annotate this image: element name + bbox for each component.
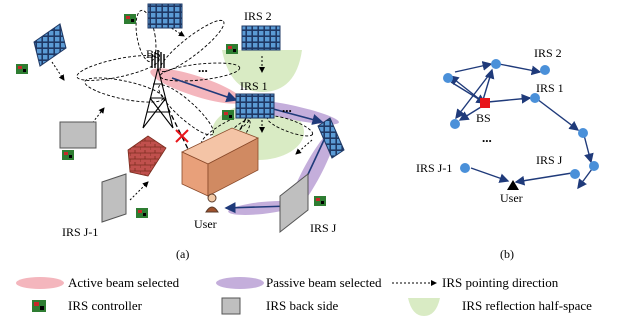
graph-edges: [448, 61, 594, 190]
label-a-bs: BS: [146, 47, 161, 61]
legend: Active beam selected Passive beam select…: [16, 275, 592, 316]
graph-nodes: [443, 59, 599, 179]
label-b-irsJm1: IRS J-1: [416, 161, 452, 175]
panel-a: BS IRS 2 IRS 1 IRS J IRS J-1 User ... ..…: [16, 3, 345, 261]
node-irs-right: [578, 128, 588, 138]
wall-brick-obstacle: [127, 135, 167, 177]
irs2-panel: [241, 25, 281, 51]
node-bs: [480, 98, 490, 108]
wall-block-obstacle: [181, 127, 259, 197]
node-irsJm1: [460, 163, 470, 173]
irs-top-left-panel: [33, 23, 67, 67]
legend-back-side-label: IRS back side: [266, 298, 338, 313]
legend-passive-beam: Passive beam selected: [216, 275, 382, 290]
irs-back-side-J: [279, 172, 309, 234]
caption-b: (b): [500, 247, 514, 261]
irs-controller-icons: [16, 14, 326, 218]
irs-top-panel: [147, 3, 183, 29]
label-a-user: User: [194, 217, 217, 231]
irs1-panel: [235, 93, 275, 119]
node-irs-top: [491, 59, 501, 69]
legend-passive-beam-label: Passive beam selected: [266, 275, 382, 290]
node-user: [507, 180, 519, 190]
legend-half-space-label: IRS reflection half-space: [462, 298, 592, 313]
legend-pointing: IRS pointing direction: [392, 275, 559, 290]
label-a-irs1: IRS 1: [240, 79, 268, 93]
caption-a: (a): [176, 247, 189, 261]
legend-active-beam: Active beam selected: [16, 275, 180, 290]
node-irs-mid-right: [589, 161, 599, 171]
legend-pointing-label: IRS pointing direction: [442, 275, 559, 290]
blocked-x-1: [175, 129, 189, 143]
controller-icon: [32, 300, 46, 312]
label-b-irs1: IRS 1: [536, 81, 564, 95]
label-a-dots-top: ...: [198, 60, 208, 75]
label-b-irsJ: IRS J: [536, 153, 563, 167]
irs-back-side-left: [59, 121, 97, 149]
irsJ-panel: [317, 117, 345, 159]
user-icon: [205, 193, 219, 213]
label-a-irsJ: IRS J: [310, 221, 337, 235]
label-b-dots: ...: [482, 130, 492, 145]
node-irs-lower-left: [450, 119, 460, 129]
legend-active-beam-label: Active beam selected: [68, 275, 180, 290]
node-irs-left: [443, 73, 453, 83]
passive-beam-3: [228, 201, 296, 215]
node-irsJ: [570, 169, 580, 179]
legend-back-side: IRS back side: [221, 297, 338, 315]
bs-tower-icon: [142, 50, 174, 129]
panel-b: BS IRS 2 IRS 1 IRS J IRS J-1 User ... (b…: [416, 46, 599, 261]
irs-back-side-Jm1: [101, 173, 127, 223]
label-b-irs2: IRS 2: [534, 46, 562, 60]
legend-controller-label: IRS controller: [68, 298, 143, 313]
label-a-irsJm1: IRS J-1: [62, 225, 98, 239]
label-b-bs: BS: [476, 111, 491, 125]
legend-controller: IRS controller: [32, 298, 143, 313]
label-b-user: User: [500, 191, 523, 205]
label-a-irs2: IRS 2: [244, 9, 272, 23]
label-a-dots-right: ...: [282, 100, 292, 115]
legend-half-space: IRS reflection half-space: [408, 298, 592, 316]
node-irs1: [530, 93, 540, 103]
node-irs2: [540, 65, 550, 75]
